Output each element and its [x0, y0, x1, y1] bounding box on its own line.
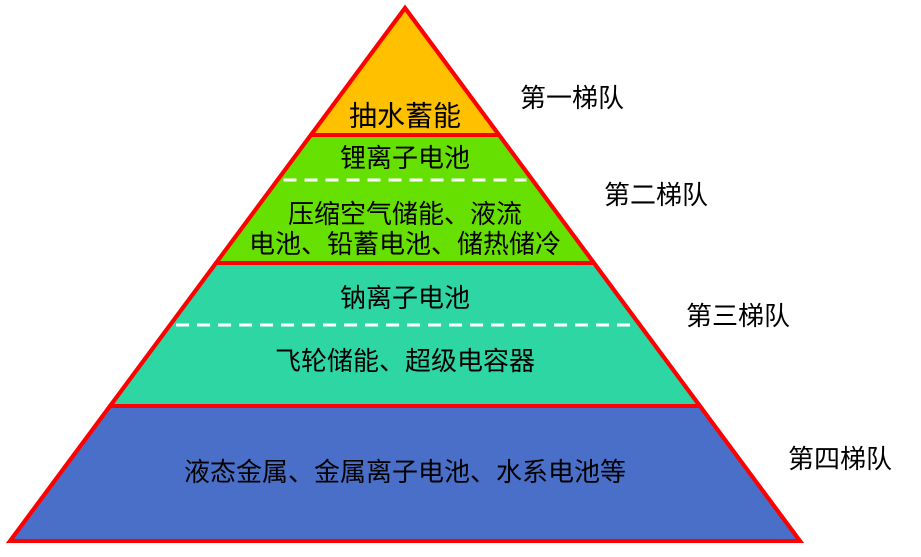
tier-label-1: 第一梯队	[520, 84, 624, 114]
tier-1-section-1-line-1: 抽水蓄能	[349, 100, 461, 133]
tier-2-section-2-line-1: 压缩空气储能、液流	[288, 200, 522, 230]
tier-label-3: 第三梯队	[686, 302, 790, 332]
tier-2-section-1-line-1: 锂离子电池	[340, 144, 470, 174]
tier-3-section-2-line-1: 飞轮储能、超级电容器	[275, 347, 535, 377]
tier-label-4: 第四梯队	[788, 445, 892, 475]
tier-3-section-1-line-1: 钠离子电池	[340, 284, 470, 314]
pyramid-outline	[6, 4, 804, 543]
tier-2-section-2-line-2: 电池、铅蓄电池、储热储冷	[249, 230, 561, 260]
tier-bands	[6, 4, 804, 543]
section-texts: 抽水蓄能锂离子电池压缩空气储能、液流电池、铅蓄电池、储热储冷钠离子电池飞轮储能、…	[184, 100, 626, 489]
tier-4-section-1-line-1: 液态金属、金属离子电池、水系电池等	[184, 458, 626, 488]
tier-label-2: 第二梯队	[604, 181, 708, 211]
dashed-dividers	[176, 178, 634, 327]
